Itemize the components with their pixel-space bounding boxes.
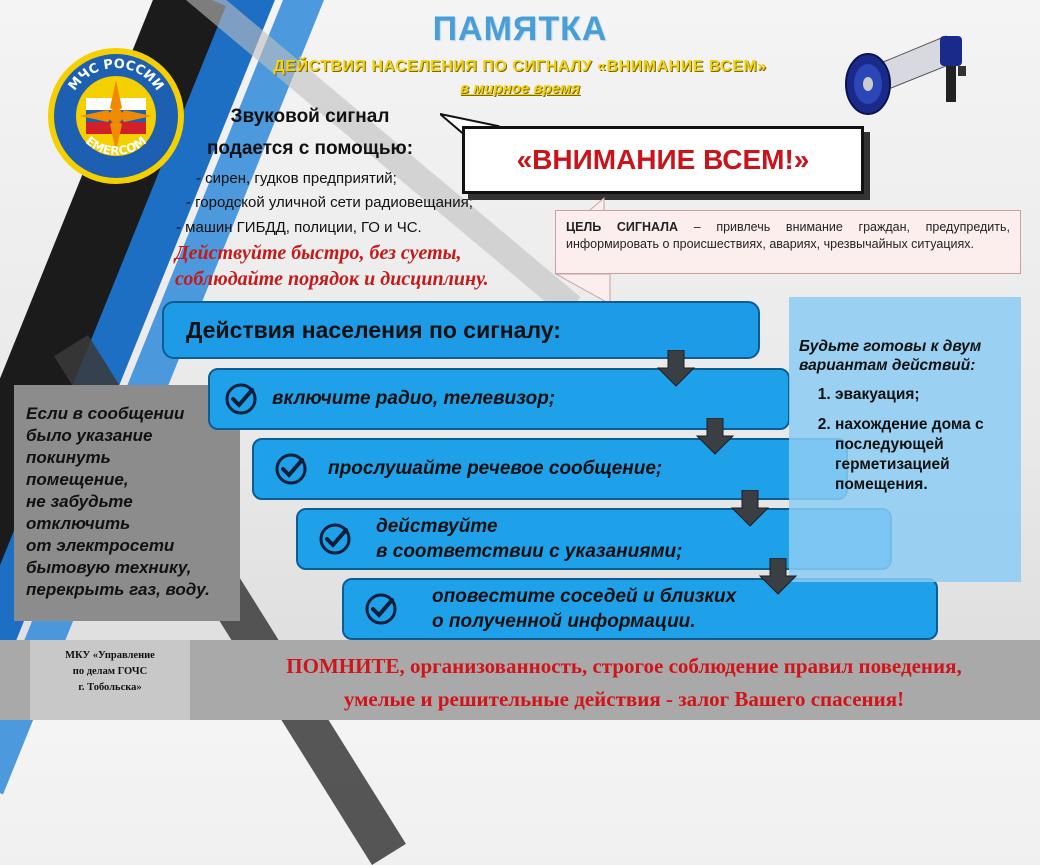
down-arrow-icon (695, 418, 735, 455)
down-arrow-icon (730, 490, 770, 527)
org-line: МКУ «Управление (65, 650, 155, 661)
page-title: ПАМЯТКА (432, 10, 608, 48)
org-line: г. Тобольска» (78, 682, 142, 693)
checkmark-icon (319, 523, 351, 555)
warning-line1: Действуйте быстро, без суеты, (175, 242, 462, 264)
action-step-text: о полученной информации. (432, 611, 696, 632)
action-step-text: прослушайте речевое сообщение; (328, 458, 663, 479)
checkmark-icon (275, 453, 307, 485)
goal-box: ЦЕЛЬ СИГНАЛА – привлечь внимание граждан… (555, 210, 1021, 274)
action-step-1: включите радио, телевизор; (208, 368, 790, 430)
sound-item: - машин ГИБДД, полиции, ГО и ЧС. (176, 219, 422, 236)
goal-text: – привлечь внимание граждан, предупредит… (566, 220, 1010, 251)
checkmark-icon (225, 383, 257, 415)
action-step-4: оповестите соседей и близких о полученно… (342, 578, 938, 640)
warning-line2: соблюдайте порядок и дисциплину. (175, 268, 489, 290)
left-note-line: было указание (26, 426, 153, 445)
remember-line2: умелые и решительные действия - залог Ва… (343, 687, 905, 711)
remember-note: ПОМНИТЕ, организованность, строгое соблю… (220, 650, 1028, 716)
left-note-line: покинуть (26, 448, 111, 467)
left-note-line: бытовую технику, (26, 558, 192, 577)
sound-heading-line1: Звуковой сигнал (230, 106, 390, 127)
right-note: Будьте готовы к двум вариантам действий:… (789, 297, 1021, 582)
sound-item: - городской уличной сети радиовещания; (186, 194, 473, 211)
attention-banner: «ВНИМАНИЕ ВСЕМ!» (462, 126, 864, 194)
left-note-line: от электросети (26, 536, 175, 555)
footer-org-panel (30, 640, 190, 720)
action-step-text: действуйте (376, 516, 498, 537)
left-note-line: Если в сообщении (26, 404, 185, 423)
sound-heading-line2: подается с помощью: (206, 138, 414, 159)
left-note-line: перекрыть газ, воду. (26, 580, 210, 599)
left-note: Если в сообщении было указание покинуть … (14, 385, 240, 621)
megaphone-icon (836, 22, 986, 122)
down-arrow-icon (758, 558, 798, 595)
right-note-option: нахождение дома с последующей герметизац… (835, 415, 1011, 495)
page-subtitle: ДЕЙСТВИЯ НАСЕЛЕНИЯ ПО СИГНАЛУ «ВНИМАНИЕ … (273, 58, 767, 75)
down-arrow-icon (656, 350, 696, 387)
left-note-line: не забудьте (26, 492, 133, 511)
goal-label: ЦЕЛЬ СИГНАЛА (566, 220, 679, 234)
emercom-logo-icon: МЧС РОССИИ EMERCOM (46, 46, 186, 186)
left-note-line: отключить (26, 514, 131, 533)
left-note-line: помещение, (26, 470, 129, 489)
org-name: МКУ «Управление по делам ГОЧС г. Тобольс… (40, 648, 180, 696)
action-step-text: включите радио, телевизор; (272, 388, 556, 409)
remember-line1: ПОМНИТЕ, организованность, строгое соблю… (286, 654, 962, 678)
action-step-text: оповестите соседей и близких (432, 586, 737, 607)
action-step-text: в соответствии с указаниями; (376, 541, 683, 562)
page-subtitle-period: в мирное время (460, 80, 580, 97)
right-note-options: эвакуация; нахождение дома с последующей… (799, 385, 1011, 495)
org-line: по делам ГОЧС (72, 666, 148, 677)
actions-heading: Действия населения по сигналу: (162, 301, 760, 359)
checkmark-icon (365, 593, 397, 625)
right-note-option: эвакуация; (835, 385, 1011, 405)
sound-item: - сирен, гудков предприятий; (196, 170, 397, 187)
right-note-lead: Будьте готовы к двум вариантам действий: (799, 338, 982, 374)
